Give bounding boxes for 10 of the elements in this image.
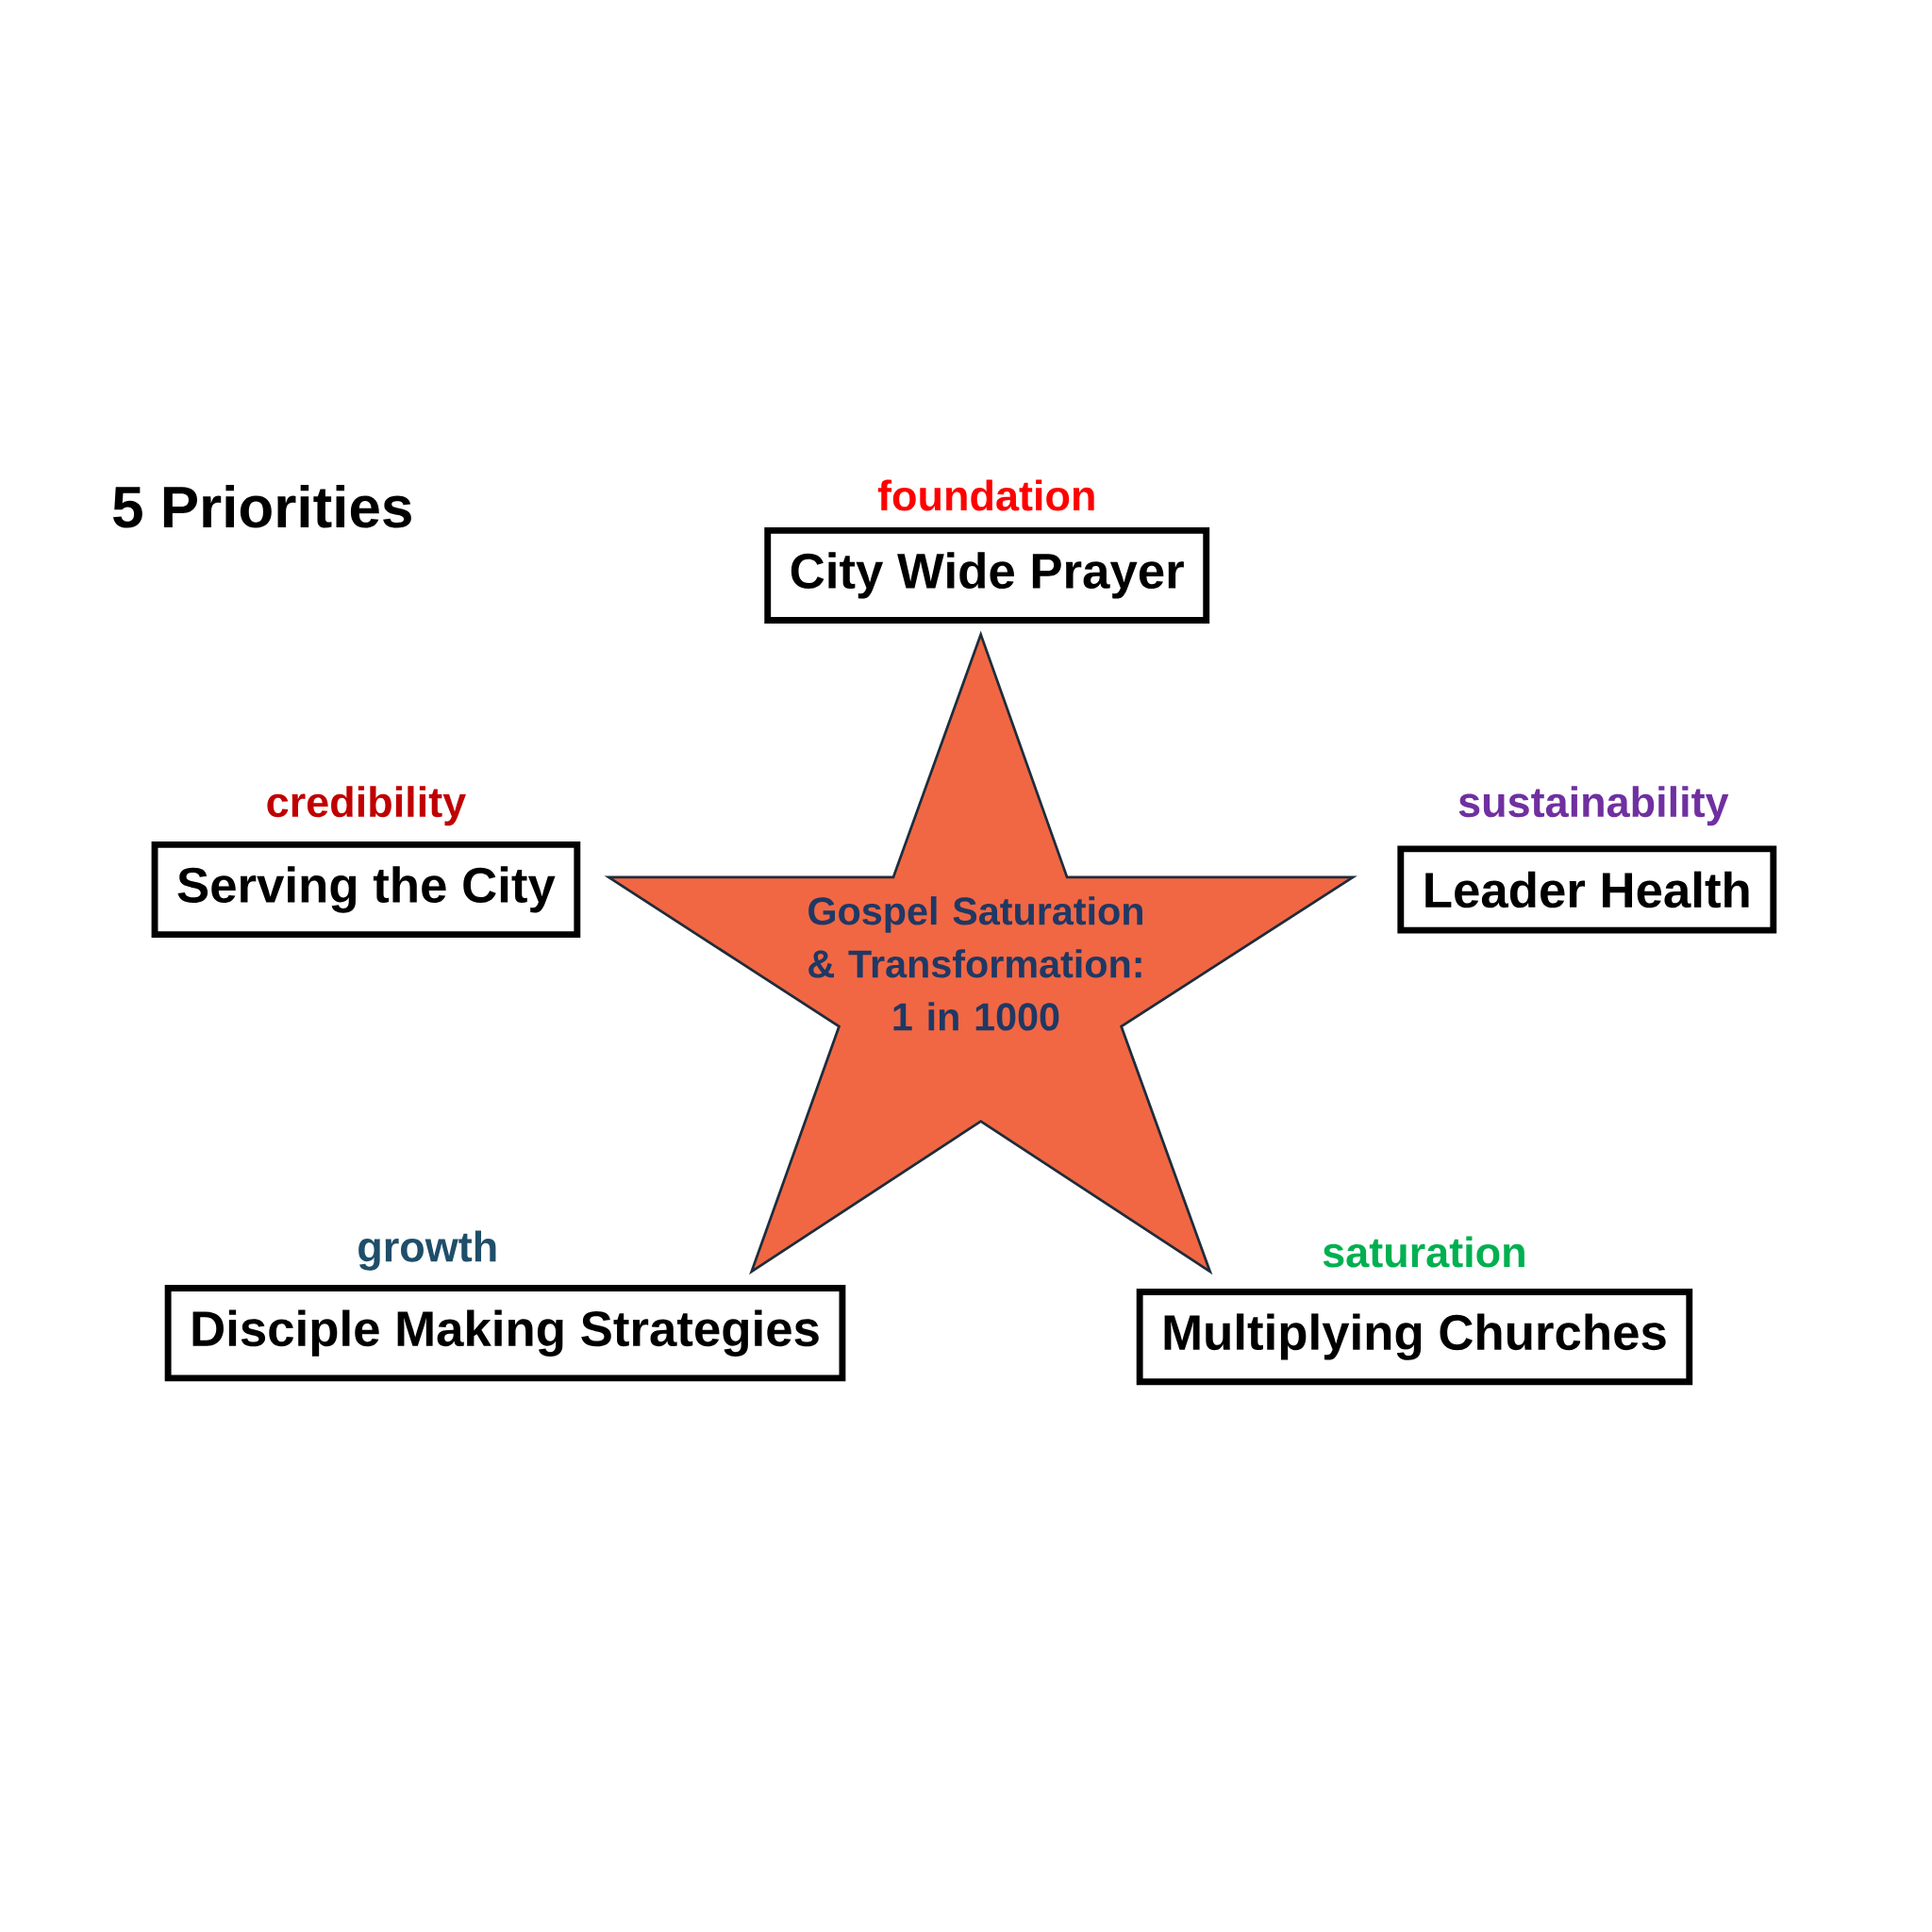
text-box: Leader Health bbox=[1397, 845, 1777, 934]
category-label: foundation bbox=[877, 479, 1094, 511]
text-box: City Wide Prayer bbox=[764, 526, 1210, 624]
text-box: Disciple Making Strategies bbox=[164, 1285, 846, 1382]
text-box: Multiplying Churches bbox=[1136, 1289, 1693, 1386]
category-label: growth bbox=[358, 1230, 496, 1271]
text-box: Serving the City bbox=[151, 841, 581, 939]
category-label: sustainability bbox=[1458, 786, 1729, 826]
title: 5 Priorities bbox=[112, 485, 411, 528]
category-label: credibility bbox=[267, 786, 466, 826]
